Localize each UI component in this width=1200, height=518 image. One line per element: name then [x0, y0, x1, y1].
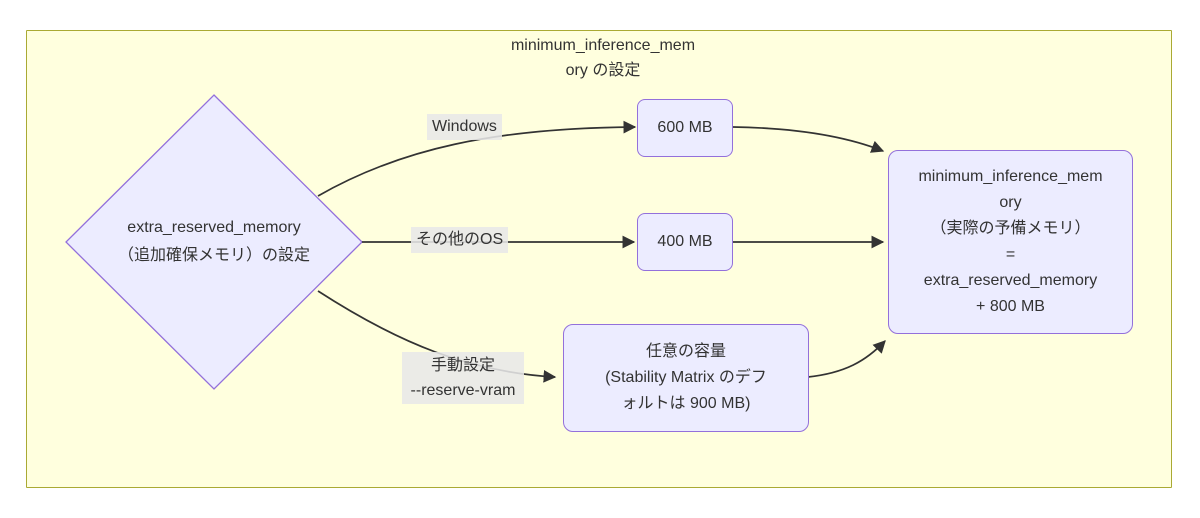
edge-600-to-result: [732, 126, 885, 153]
node-decision: extra_reserved_memory （追加確保メモリ）の設定: [66, 95, 362, 389]
node-400mb-label: 400 MB: [657, 233, 713, 250]
edge-label-manual-line1: 手動設定: [430, 357, 495, 374]
subgraph-title-line1: minimum_inference_mem: [510, 37, 696, 54]
edge-label-manual-line2: --reserve-vram: [410, 382, 516, 399]
node-manual-capacity-line2: (Stability Matrix のデフ: [605, 369, 767, 386]
edge-manual-to-result: [807, 340, 886, 378]
node-600mb: 600 MB: [637, 99, 733, 157]
edge-label-windows: Windows: [427, 114, 502, 140]
node-manual-capacity-line3: ォルトは 900 MB): [621, 395, 751, 412]
edge-windows: [317, 120, 637, 197]
node-result-line6: + 800 MB: [976, 298, 1045, 315]
edge-label-manual: 手動設定 --reserve-vram: [402, 352, 524, 404]
node-result-line3: （実際の予備メモリ）: [930, 220, 1091, 237]
node-decision-line2: （追加確保メモリ）の設定: [117, 247, 310, 264]
subgraph-title-line2: ory の設定: [565, 62, 641, 79]
node-result: minimum_inference_mem ory （実際の予備メモリ） = e…: [888, 150, 1133, 334]
subgraph-title: minimum_inference_mem ory の設定: [453, 33, 753, 83]
edge-label-other-os: その他のOS: [411, 227, 509, 253]
node-manual-capacity: 任意の容量 (Stability Matrix のデフ ォルトは 900 MB): [563, 324, 809, 432]
node-result-line1: minimum_inference_mem: [918, 168, 1103, 185]
node-result-line5: extra_reserved_memory: [923, 272, 1098, 289]
node-decision-line1: extra_reserved_memory: [127, 219, 301, 236]
node-400mb: 400 MB: [637, 213, 733, 271]
node-manual-capacity-line1: 任意の容量: [645, 343, 726, 360]
node-600mb-label: 600 MB: [657, 119, 713, 136]
node-result-line2: ory: [999, 194, 1022, 211]
decision-diamond-shape: [65, 94, 363, 390]
node-result-line4: =: [1005, 246, 1016, 263]
